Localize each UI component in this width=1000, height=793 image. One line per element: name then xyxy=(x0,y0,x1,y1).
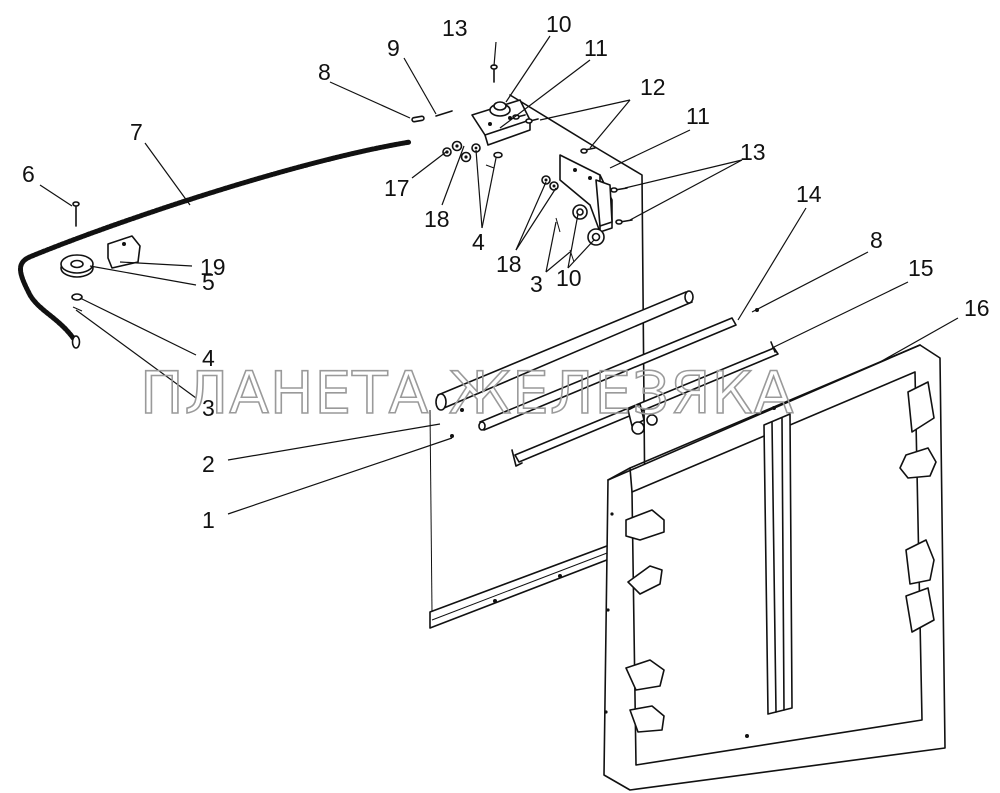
window-frame xyxy=(603,344,946,791)
callout-4-left: 4 xyxy=(202,345,215,371)
callout-17: 17 xyxy=(384,175,410,201)
callout-16: 16 xyxy=(964,295,990,321)
upper-right-bracket xyxy=(559,154,613,233)
callout-19: 19 xyxy=(200,254,226,280)
callout-1: 1 xyxy=(202,507,215,533)
upper-left-bracket xyxy=(471,99,531,146)
callout-13-right: 13 xyxy=(740,139,766,165)
callout-8: 8 xyxy=(318,59,331,85)
callout-3-upper: 3 xyxy=(530,271,543,297)
shaft-14 xyxy=(450,308,759,438)
leader-lines xyxy=(39,35,959,515)
callout-6: 6 xyxy=(22,161,35,187)
roller-tube xyxy=(435,290,694,411)
callout-5: 5 xyxy=(202,269,215,295)
chain xyxy=(18,139,413,349)
callout-4-upper: 4 xyxy=(472,229,485,255)
callout-10: 10 xyxy=(546,11,572,37)
callout-11: 11 xyxy=(584,35,608,61)
callout-8-right: 8 xyxy=(870,227,883,253)
guide-rail xyxy=(511,341,779,467)
callout-13: 13 xyxy=(442,15,468,41)
watermark-text: ПЛАНЕТА ЖЕЛЕЗЯКА xyxy=(140,359,794,427)
callout-14: 14 xyxy=(796,181,822,207)
callout-15: 15 xyxy=(908,255,934,281)
callout-labels: 8 9 13 10 11 12 11 13 17 18 4 18 3 10 6 … xyxy=(22,11,990,533)
left-pulley-assembly xyxy=(60,201,141,312)
callout-11-right: 11 xyxy=(686,103,710,129)
callout-2: 2 xyxy=(202,451,215,477)
callout-18: 18 xyxy=(424,206,450,232)
callout-7: 7 xyxy=(130,119,143,145)
hardware xyxy=(411,64,633,263)
callout-9: 9 xyxy=(387,35,400,61)
callout-10-lower: 10 xyxy=(556,265,582,291)
callout-18-right: 18 xyxy=(496,251,522,277)
callout-3-left: 3 xyxy=(202,395,215,421)
callout-12: 12 xyxy=(640,74,666,100)
